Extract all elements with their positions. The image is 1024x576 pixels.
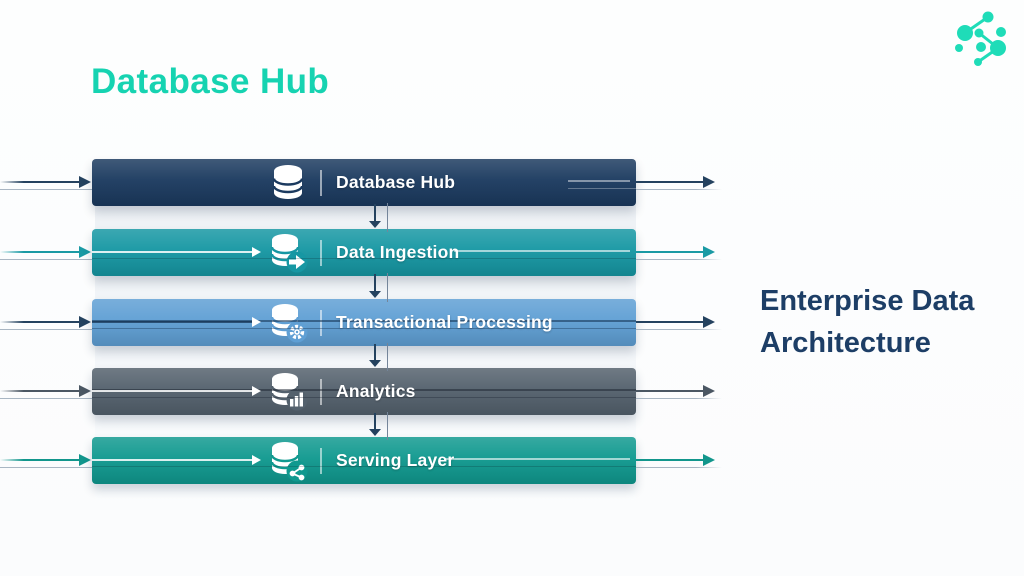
- label-divider: [320, 309, 322, 336]
- inflow-line: [0, 459, 79, 461]
- inner-arrowhead-icon: [252, 455, 261, 465]
- connector-subline: [387, 412, 388, 440]
- database-ingest-icon: [270, 233, 308, 272]
- inflow-subline: [0, 329, 97, 330]
- database-process-icon: [270, 303, 308, 342]
- outflow-subline: [636, 398, 722, 399]
- label-divider: [320, 239, 322, 266]
- inflow-line: [0, 181, 79, 183]
- inner-arrowhead-icon: [252, 317, 261, 327]
- layer-row-serving-layer: Serving Layer: [0, 437, 1024, 484]
- outflow-line: [636, 459, 703, 461]
- through-line: [92, 320, 636, 322]
- inner-arrow-line: [92, 251, 252, 253]
- connector-subline: [387, 273, 388, 302]
- outflow-arrowhead-icon: [703, 176, 715, 188]
- layer-bar-serving-layer: Serving Layer: [92, 437, 636, 484]
- inflow-subline: [0, 467, 97, 468]
- inner-arrowhead-icon: [252, 247, 261, 257]
- inflow-subline: [0, 189, 97, 190]
- outflow-line: [636, 321, 703, 323]
- outflow-line: [636, 181, 703, 183]
- outflow-arrowhead-icon: [703, 316, 715, 328]
- inner-arrow-line: [92, 390, 252, 392]
- outflow-subline: [636, 329, 722, 330]
- label-divider: [320, 447, 322, 474]
- down-arrowhead-icon: [369, 429, 381, 436]
- flow-connector: [0, 412, 1024, 440]
- outflow-subline: [636, 189, 722, 190]
- outflow-arrowhead-icon: [703, 454, 715, 466]
- flow-connector: [0, 203, 1024, 232]
- through-line: [92, 328, 636, 329]
- outflow-subline: [636, 467, 722, 468]
- label-divider: [320, 169, 322, 196]
- layer-label: Serving Layer: [336, 450, 455, 470]
- inflow-subline: [0, 259, 97, 260]
- down-arrowhead-icon: [369, 360, 381, 367]
- flow-connector: [0, 273, 1024, 302]
- network-nodes-logo-icon: [955, 11, 1006, 66]
- layer-row-data-ingestion: Data Ingestion: [0, 229, 1024, 276]
- inflow-subline: [0, 398, 97, 399]
- connector-line: [374, 274, 376, 292]
- layer-label: Transactional Processing: [336, 312, 553, 332]
- through-line: [92, 466, 636, 467]
- database-icon: [272, 164, 304, 199]
- layer-bar-database-hub: Database Hub: [92, 159, 636, 206]
- connector-line: [374, 204, 376, 222]
- outflow-arrowhead-icon: [703, 246, 715, 258]
- through-line: [92, 397, 636, 398]
- flow-connector: [0, 343, 1024, 371]
- outflow-subline: [636, 259, 722, 260]
- page-title: Database Hub: [91, 62, 330, 101]
- through-line: [92, 389, 636, 391]
- layer-label: Database Hub: [336, 172, 456, 192]
- layer-bar-transactional-processing: Transactional Processing: [92, 299, 636, 346]
- layer-row-analytics: Analytics: [0, 368, 1024, 415]
- inflow-arrowhead-icon: [79, 246, 91, 258]
- outflow-line: [636, 390, 703, 392]
- inflow-arrowhead-icon: [79, 176, 91, 188]
- through-line: [454, 250, 630, 252]
- inflow-line: [0, 251, 79, 253]
- inner-arrow-line: [92, 321, 252, 323]
- inflow-arrowhead-icon: [79, 385, 91, 397]
- database-serving-icon: [270, 441, 308, 481]
- layer-row-transactional-processing: Transactional Processing: [0, 299, 1024, 346]
- inflow-line: [0, 390, 79, 392]
- inflow-arrowhead-icon: [79, 316, 91, 328]
- inner-arrow-line: [92, 459, 252, 461]
- connector-line: [374, 413, 376, 430]
- down-arrowhead-icon: [369, 291, 381, 298]
- through-line: [444, 458, 630, 460]
- inner-arrowhead-icon: [252, 386, 261, 396]
- layer-row-database-hub: Database Hub: [0, 159, 1024, 206]
- outflow-line: [636, 251, 703, 253]
- through-line: [92, 258, 636, 259]
- through-line: [568, 180, 630, 182]
- caption: Enterprise Data Architecture: [760, 285, 975, 359]
- through-line: [568, 188, 636, 189]
- connector-line: [374, 344, 376, 361]
- inflow-line: [0, 321, 79, 323]
- layer-bar-analytics: Analytics: [92, 368, 636, 415]
- database-analytics-icon: [270, 372, 308, 410]
- down-arrowhead-icon: [369, 221, 381, 228]
- layer-bar-data-ingestion: Data Ingestion: [92, 229, 636, 276]
- layer-label: Analytics: [336, 381, 416, 401]
- inflow-arrowhead-icon: [79, 454, 91, 466]
- connector-subline: [387, 203, 388, 232]
- connector-subline: [387, 343, 388, 371]
- outflow-arrowhead-icon: [703, 385, 715, 397]
- label-divider: [320, 378, 322, 405]
- layer-label: Data Ingestion: [336, 242, 460, 262]
